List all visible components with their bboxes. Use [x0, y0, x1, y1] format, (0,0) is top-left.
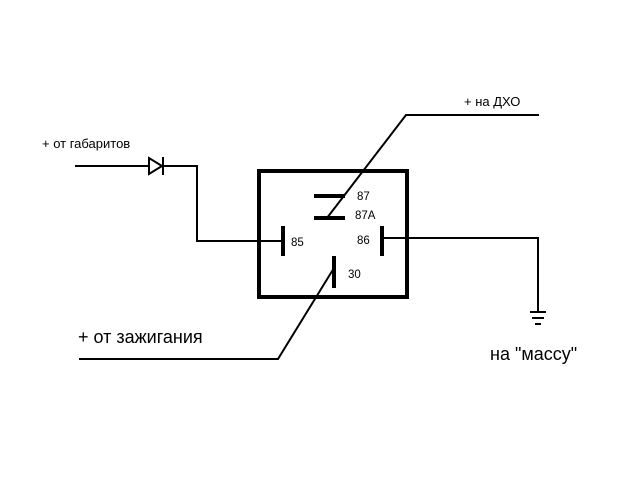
pin-87a-label: 87A: [355, 210, 376, 222]
pin-87-label: 87: [357, 191, 370, 203]
wire-ignition: [79, 266, 336, 360]
label-ignition: + от зажигания: [78, 327, 203, 347]
ground-icon: [530, 311, 546, 325]
label-ground: на "массу": [490, 344, 577, 364]
wire-86-to-ground: [381, 237, 539, 313]
diode-icon: [148, 156, 164, 176]
relay-box: [257, 169, 409, 299]
pin-85-label: 85: [291, 237, 304, 249]
wire-dho: [325, 114, 539, 220]
wire-gabarity-to-85: [162, 165, 284, 242]
label-dho: + на ДХО: [464, 94, 520, 109]
pin-30-label: 30: [348, 269, 361, 281]
label-gabarity: + от габаритов: [42, 136, 130, 151]
pin-86-label: 86: [357, 235, 370, 247]
